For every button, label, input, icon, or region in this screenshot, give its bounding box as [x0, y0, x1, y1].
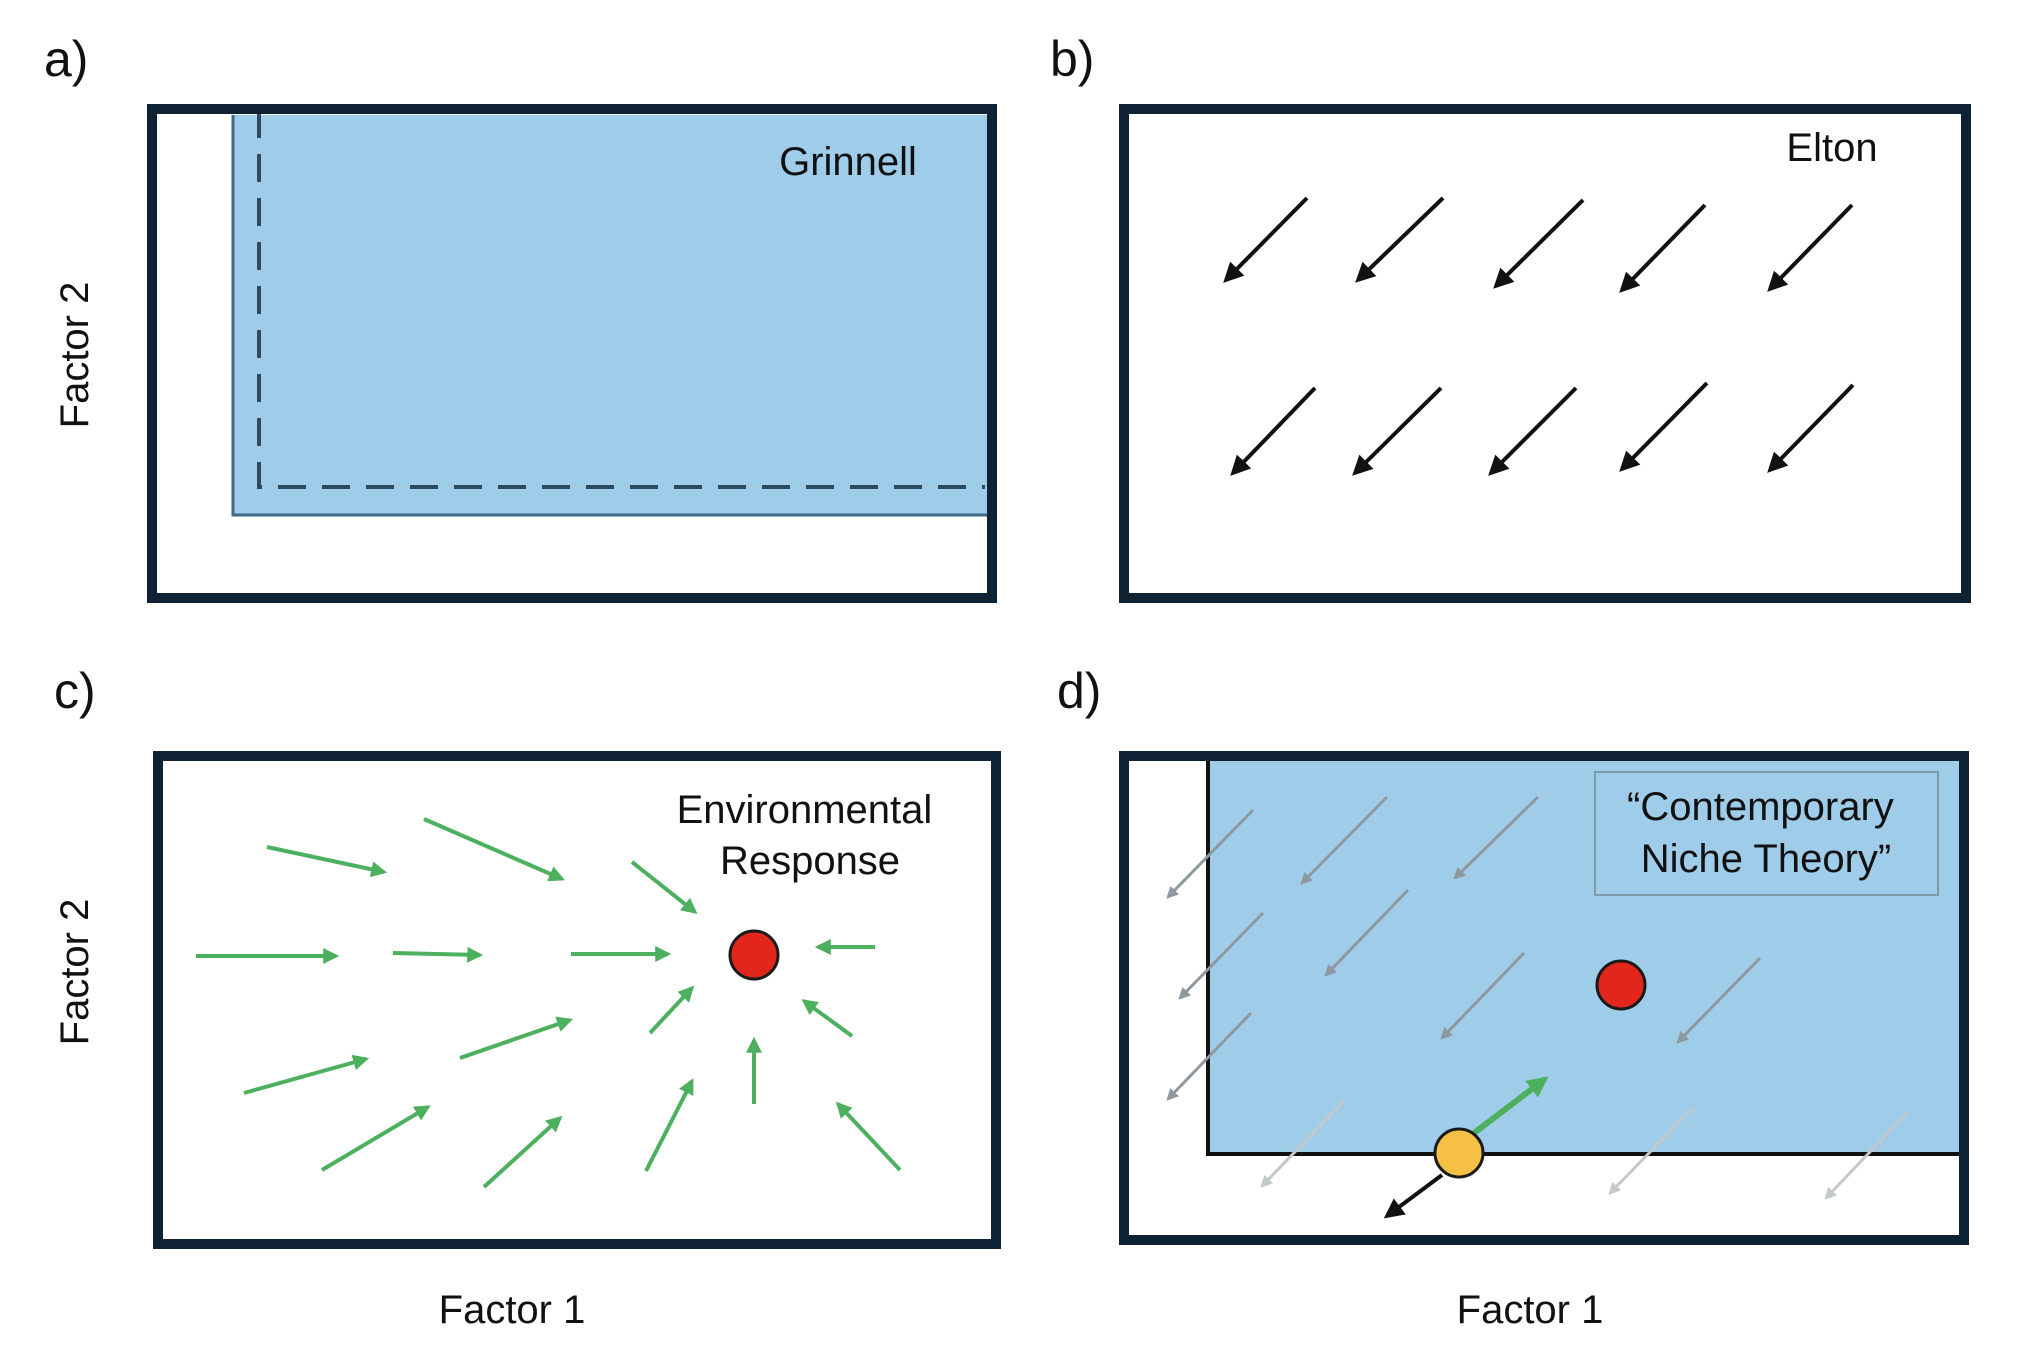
response-arrows — [196, 817, 902, 1189]
response-arrow — [243, 1054, 370, 1095]
interaction-arrow — [1352, 386, 1443, 476]
panel-letter-b: b) — [1050, 31, 1094, 87]
optimum-point — [728, 929, 780, 981]
interaction-arrows-elton — [1223, 196, 1855, 476]
response-arrow — [801, 999, 854, 1038]
interaction-arrow — [1619, 203, 1707, 293]
impact-arrow — [1676, 956, 1762, 1044]
response-arrow — [644, 1078, 694, 1172]
response-arrow — [423, 817, 565, 882]
interaction-arrow — [1230, 386, 1317, 476]
niche-region-grinnell — [233, 115, 988, 515]
panel-title-grinnell: Grinnell — [779, 140, 917, 184]
panel-title-elton: Elton — [1786, 126, 1877, 170]
growth-arrow — [1472, 1076, 1549, 1136]
panel-b: b) Elton — [1050, 31, 1971, 603]
y-axis-label-c: Factor 2 — [53, 899, 97, 1046]
niche-boundary-contemporary — [1206, 758, 1962, 1156]
panel-title-contemporary-niche-theory: “Contemporary Niche Theory” — [1627, 785, 1905, 881]
panel-title-line: Environmental — [677, 788, 933, 832]
response-arrow — [266, 845, 388, 878]
optimum-point — [1595, 959, 1647, 1011]
impact-arrow — [1824, 1110, 1910, 1200]
impact-arrow — [1324, 888, 1410, 977]
impact-arrow — [1440, 951, 1526, 1040]
response-arrow — [835, 1101, 902, 1172]
panel-d: d) Factor 1 “Contemporary Niche Theory” — [1057, 663, 1969, 1332]
panel-letter-a: a) — [44, 31, 88, 87]
panel-frame-d — [1119, 751, 1969, 1245]
y-axis-label-a: Factor 2 — [53, 282, 97, 429]
response-arrow — [459, 1016, 574, 1060]
niche-boundary-grinnell — [231, 115, 988, 517]
x-axis-label-d: Factor 1 — [1457, 1288, 1604, 1332]
niche-region-contemporary — [1208, 758, 1962, 1154]
impact-arrows-inside — [1166, 795, 1762, 1101]
response-arrow — [482, 1115, 563, 1189]
panel-title-line: Niche Theory” — [1641, 837, 1891, 881]
impact-arrow — [1166, 808, 1255, 899]
panel-letter-c: c) — [54, 663, 96, 719]
impact-arrow — [1166, 1011, 1253, 1101]
interaction-arrow — [1493, 198, 1585, 289]
response-arrow — [648, 985, 695, 1035]
panel-title-line: “Contemporary — [1627, 785, 1894, 829]
impact-arrow — [1178, 911, 1265, 1000]
interaction-arrow — [1223, 196, 1309, 283]
impact-arrow — [1608, 1106, 1695, 1195]
panel-frame-c — [153, 751, 1001, 1249]
impact-arrow — [1260, 1099, 1346, 1188]
response-arrow — [392, 946, 484, 963]
panel-c: c) Factor 2 Factor 1 Environmental Respo… — [53, 663, 1001, 1332]
panel-title-environmental-response: Environmental Response — [677, 788, 944, 883]
impact-arrow — [1453, 795, 1540, 880]
response-arrow — [630, 860, 698, 914]
interaction-arrow — [1355, 196, 1445, 283]
interaction-arrow — [1488, 386, 1578, 476]
panel-frame-a — [147, 104, 997, 603]
response-arrow — [320, 1105, 431, 1172]
consumption-arrow — [1383, 1173, 1444, 1219]
impact-arrows-outside — [1260, 1099, 1910, 1200]
panel-title-line: Response — [720, 839, 900, 883]
panel-a: a) Factor 2 Grinnell — [44, 31, 997, 603]
interaction-arrow — [1767, 203, 1854, 292]
panel-frame-b — [1119, 104, 1971, 603]
impact-arrow — [1300, 795, 1389, 885]
x-axis-label-c: Factor 1 — [439, 1288, 586, 1332]
dashed-boundary-grinnell — [257, 110, 985, 489]
panel-letter-d: d) — [1057, 663, 1101, 719]
label-box-contemporary — [1594, 771, 1939, 896]
interaction-arrow — [1767, 383, 1855, 473]
species-point — [1433, 1127, 1485, 1179]
interaction-arrow — [1619, 381, 1709, 472]
